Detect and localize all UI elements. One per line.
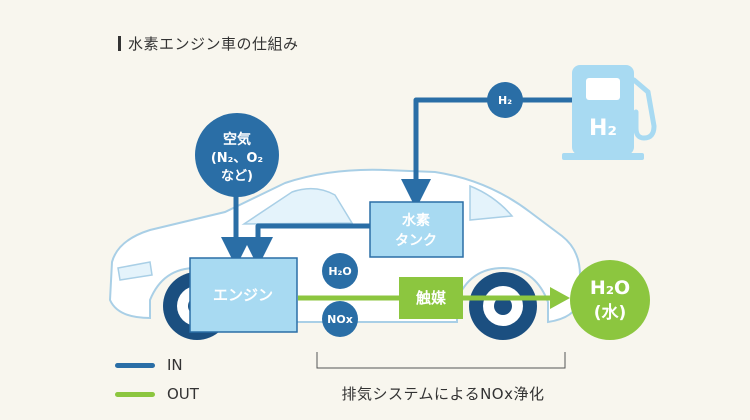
- title-text: 水素エンジン車の仕組み: [128, 35, 299, 53]
- air-bubble: [195, 113, 279, 197]
- in-flows: [221, 97, 590, 267]
- exhaust-system-bracket: [316, 352, 566, 369]
- legend-in: IN: [115, 356, 183, 374]
- car-rear-window: [469, 184, 514, 221]
- output-water-bubble: [570, 260, 650, 340]
- car-windshield: [241, 187, 354, 225]
- tank-to-engine-line: [243, 223, 370, 267]
- air-label-line3: など): [221, 169, 253, 184]
- air-label-line1: 空気: [223, 131, 251, 148]
- legend-out-label: OUT: [167, 385, 199, 403]
- legend-out-swatch: [115, 391, 155, 397]
- h2-flow-bubble: [487, 82, 523, 118]
- output-water-line1: H₂O: [590, 277, 630, 299]
- car-headlight: [117, 261, 153, 281]
- legend-in-swatch: [115, 362, 155, 368]
- tank-label-line2: タンク: [395, 233, 437, 249]
- catalyst-label: 触媒: [416, 289, 447, 307]
- legend-out: OUT: [115, 385, 199, 403]
- air-label-line2: (N₂、O₂: [211, 151, 263, 166]
- rear-wheel: [469, 272, 537, 340]
- hydrogen-station-icon: [562, 65, 657, 160]
- engine-label: エンジン: [213, 286, 273, 304]
- diagram-title: 水素エンジン車の仕組み: [118, 33, 299, 54]
- tank-label-line1: 水素: [402, 212, 430, 229]
- hydrogen-tank-box: [369, 201, 464, 258]
- h2-flow-label: H₂: [498, 94, 512, 107]
- engine-box: [189, 257, 298, 333]
- title-marker: [118, 36, 121, 51]
- hydrogen-station-label: H₂: [589, 116, 617, 141]
- exhaust-arrowhead: [550, 287, 570, 309]
- output-water-line2: (水): [594, 302, 627, 323]
- h2-supply-line: [401, 97, 590, 209]
- nox-exhaust-label: NOx: [327, 313, 353, 326]
- h2o-exhaust-bubble: [322, 253, 358, 289]
- nox-exhaust-bubble: [322, 301, 358, 337]
- catalyst-box: [399, 277, 463, 319]
- exhaust-system-label: 排気システムによるNOx浄化: [341, 385, 545, 403]
- h2o-exhaust-label: H₂O: [328, 265, 351, 278]
- legend-in-label: IN: [167, 356, 183, 374]
